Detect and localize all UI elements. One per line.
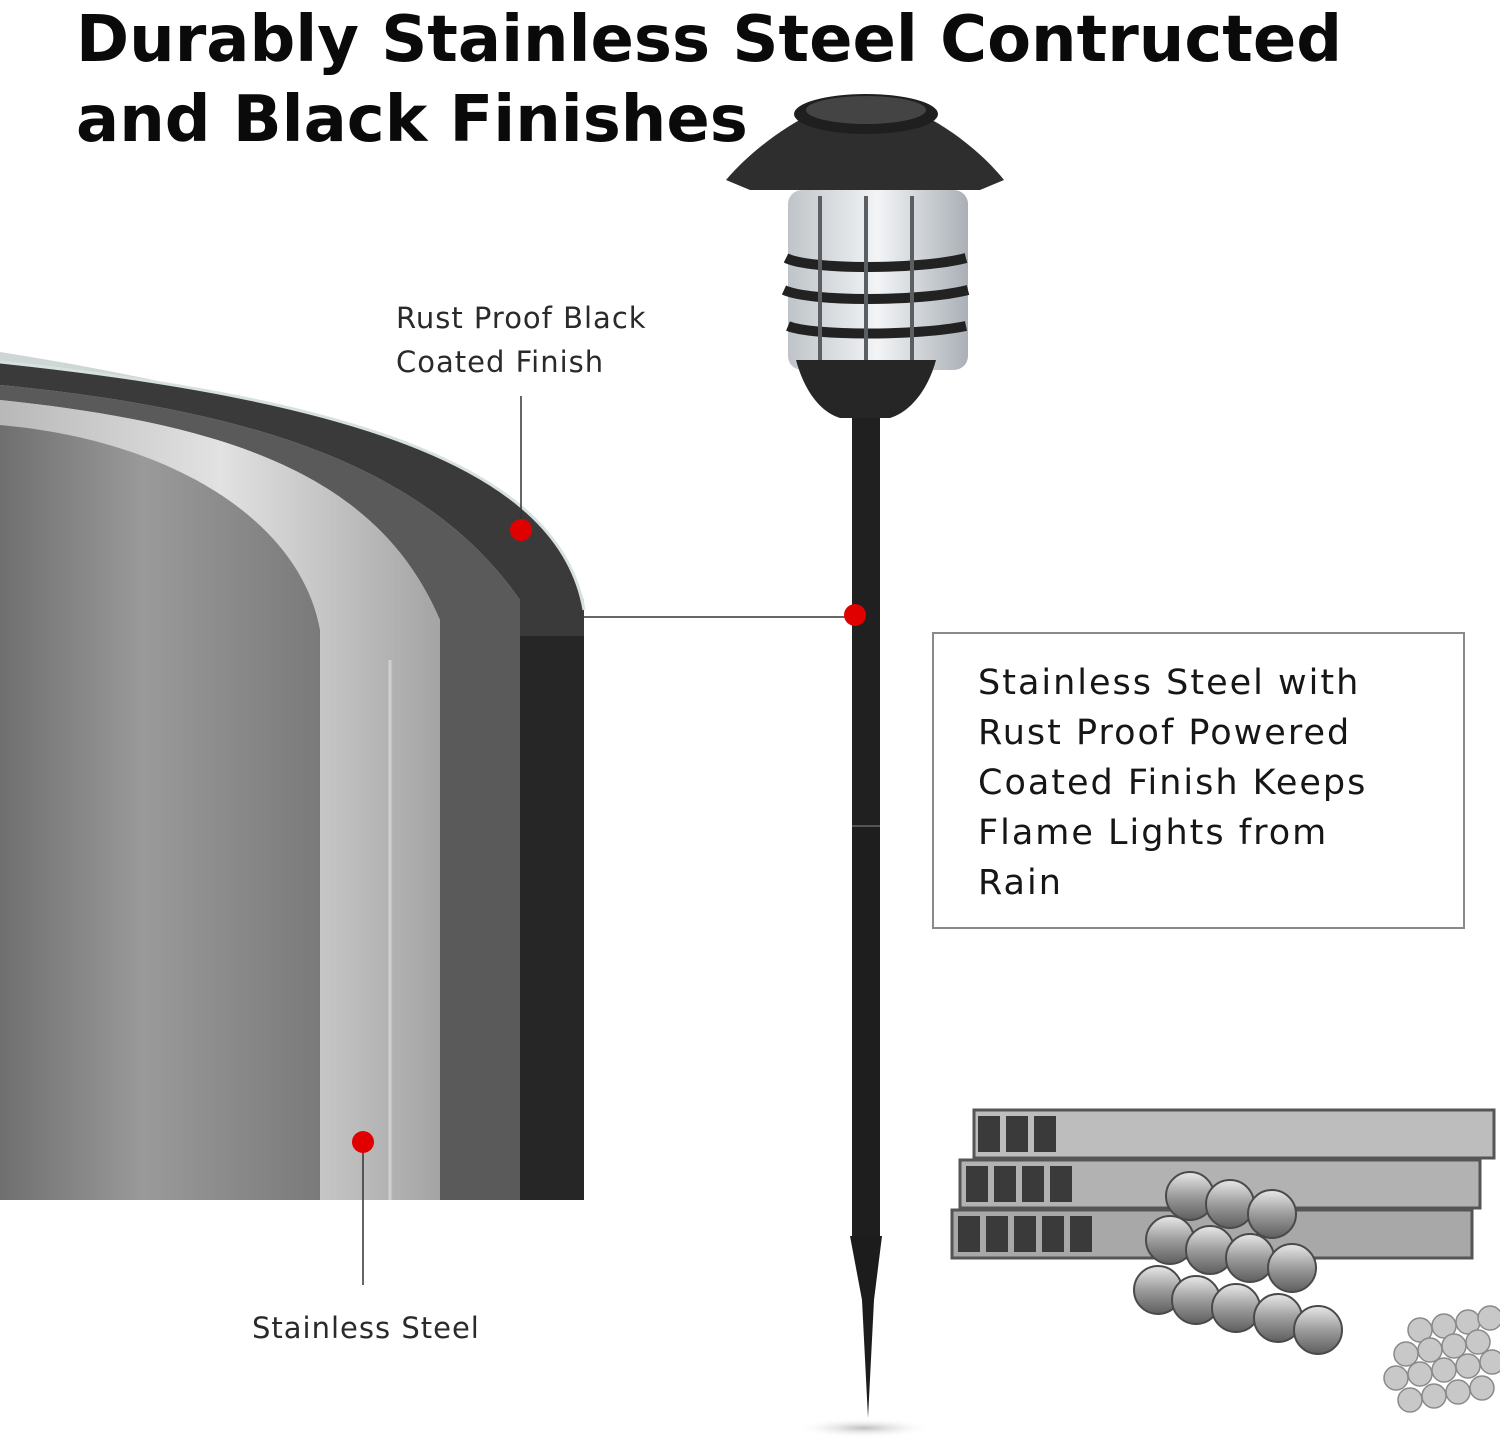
title-line-2: and Black Finishes: [76, 83, 748, 157]
steel-cross-section: [0, 352, 586, 1200]
rust-label-line-2: Coated Finish: [396, 345, 605, 379]
solar-lantern: [726, 94, 1004, 1438]
rust-proof-label: Rust Proof Black Coated Finish: [396, 296, 647, 384]
callout-line: Coated Finish Keeps: [978, 763, 1368, 803]
marker-pole: [844, 604, 866, 626]
title-line-1: Durably Stainless Steel Contructed: [76, 3, 1343, 77]
callout-text: Stainless Steel with Rust Proof Powered …: [978, 658, 1458, 908]
page-title: Durably Stainless Steel Contructed and B…: [76, 0, 1376, 160]
rust-label-line-1: Rust Proof Black: [396, 301, 647, 335]
feature-callout-box: Stainless Steel with Rust Proof Powered …: [932, 632, 1465, 929]
marker-coating: [510, 519, 532, 541]
stainless-steel-label: Stainless Steel: [252, 1311, 480, 1345]
leader-lines: [362, 396, 855, 1285]
marker-steel: [352, 1131, 374, 1153]
callout-line: Stainless Steel with: [978, 663, 1361, 703]
callout-line: Flame Lights from: [978, 813, 1329, 853]
callout-line: Rain: [978, 863, 1063, 903]
callout-line: Rust Proof Powered: [978, 713, 1352, 753]
steel-pipe-bundle: [950, 1108, 1500, 1413]
